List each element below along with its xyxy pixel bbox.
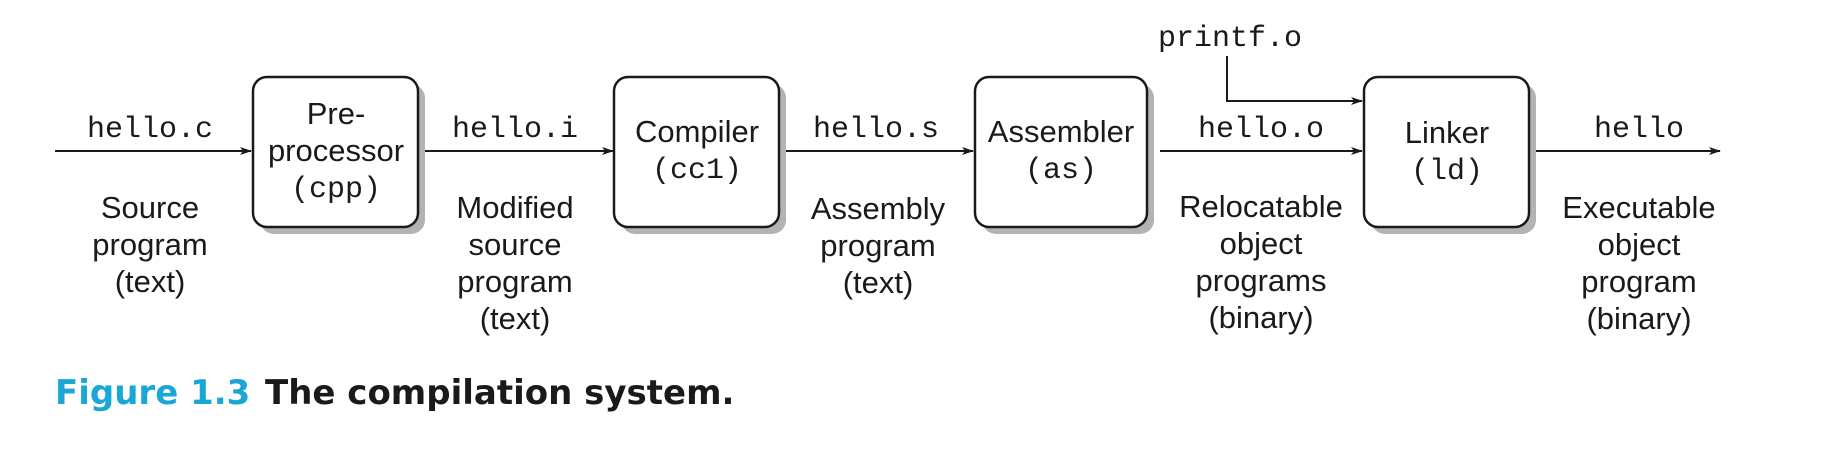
assembler-box-frame (973, 75, 1149, 229)
description-modified-line4: (text) (480, 301, 551, 336)
description-source: Source program (text) (92, 190, 207, 299)
file-preprocessed: hello.i (452, 113, 578, 147)
compiler-box-frame (612, 75, 781, 229)
file-source: hello.c (87, 113, 213, 147)
compiler-box: Compiler (cc1) (612, 75, 786, 234)
description-source-line1: Source (101, 190, 199, 225)
description-relocatable-line3: programs (1196, 263, 1327, 298)
description-relocatable: Relocatable object programs (binary) (1179, 189, 1343, 335)
file-assembly: hello.s (813, 113, 939, 147)
arrow-printf-to-linker (1226, 56, 1363, 105)
description-modified: Modified source program (text) (456, 190, 573, 336)
description-source-line2: program (92, 227, 207, 262)
description-relocatable-line4: (binary) (1208, 300, 1313, 335)
description-source-line3: (text) (115, 264, 186, 299)
compiler-label: Compiler (635, 114, 759, 149)
description-modified-line3: program (457, 264, 572, 299)
preprocessor-box-frame (251, 75, 420, 229)
file-executable: hello (1594, 113, 1684, 147)
description-modified-line2: source (468, 227, 561, 262)
description-executable-line3: program (1581, 264, 1696, 299)
linker-box-frame (1362, 75, 1531, 229)
linker-tool-name: (ld) (1411, 155, 1483, 189)
description-executable-line4: (binary) (1586, 301, 1691, 336)
description-assembly-line2: program (820, 228, 935, 263)
description-assembly-line3: (text) (843, 265, 914, 300)
preprocessor-label-line1: Pre- (307, 96, 366, 131)
file-object: hello.o (1198, 113, 1324, 147)
preprocessor-tool-name: (cpp) (291, 173, 381, 207)
linker-box: Linker (ld) (1362, 75, 1536, 234)
description-relocatable-line2: object (1220, 226, 1303, 261)
assembler-tool-name: (as) (1025, 154, 1097, 188)
figure-caption: Figure 1.3 The compilation system. (55, 373, 734, 413)
description-executable-line2: object (1598, 227, 1681, 262)
figure-title: The compilation system. (265, 373, 734, 413)
linker-label: Linker (1405, 115, 1489, 150)
description-modified-line1: Modified (456, 190, 573, 225)
description-assembly: Assembly program (text) (811, 191, 946, 300)
description-relocatable-line1: Relocatable (1179, 189, 1343, 224)
preprocessor-box: Pre- processor (cpp) (251, 75, 425, 234)
assembler-box: Assembler (as) (973, 75, 1154, 234)
description-executable: Executable object program (binary) (1562, 190, 1715, 336)
description-executable-line1: Executable (1562, 190, 1715, 225)
preprocessor-label-line2: processor (268, 133, 404, 168)
compiler-tool-name: (cc1) (652, 154, 742, 188)
figure-number: Figure 1.3 (55, 373, 250, 413)
description-assembly-line1: Assembly (811, 191, 946, 226)
assembler-label: Assembler (988, 114, 1134, 149)
file-library: printf.o (1158, 22, 1302, 56)
